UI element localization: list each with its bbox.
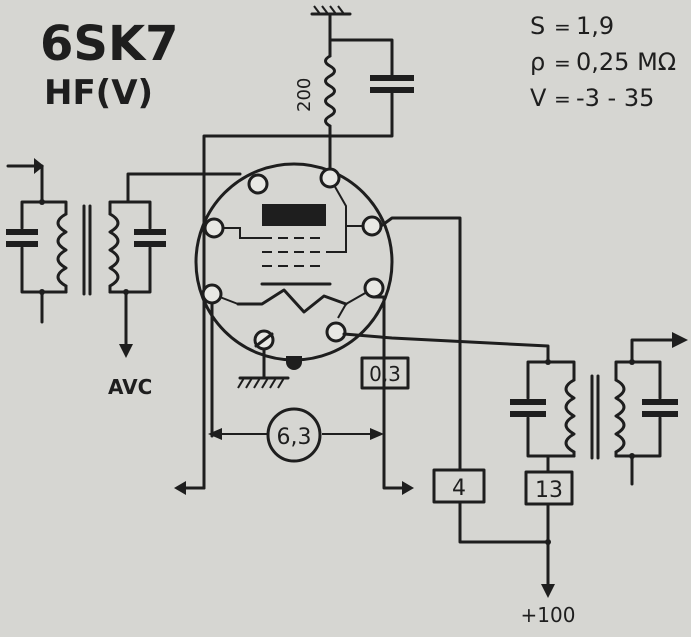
anode-output-wire [342, 332, 550, 364]
tube-pin [247, 173, 269, 195]
tube-pin [361, 215, 383, 237]
tube-key [286, 356, 302, 370]
output-primary-coil [564, 378, 576, 454]
heater-current-box [360, 356, 410, 390]
bypass-cap-wire-bottom [202, 90, 394, 490]
tube-heater [236, 288, 348, 314]
dimension-arrow-icon [370, 428, 384, 440]
supply-arrow-icon [541, 584, 555, 598]
spec-label: V [530, 84, 547, 112]
tube-symbol [194, 162, 394, 370]
arrow-left-icon [174, 481, 186, 495]
input-primary-coil [56, 212, 68, 288]
bypass-cap-wire-top [328, 38, 394, 78]
spec-label: S [530, 12, 545, 40]
tube-envelope [194, 162, 394, 362]
heater-voltage-label: 6,3 [277, 425, 312, 450]
tube-pin [203, 217, 225, 239]
spec-label: ρ [530, 48, 545, 76]
spec-row-rho: ρ = 0,25 MΩ [530, 48, 676, 76]
spec-value: 1,9 [576, 12, 614, 40]
spec-sep: = [554, 15, 571, 39]
heater-wire-right [372, 295, 408, 490]
spec-value: 0,25 MΩ [576, 48, 676, 76]
tube-pin [363, 277, 385, 299]
input-secondary-coil [108, 212, 120, 288]
screen-supply-wire [458, 500, 550, 544]
screen-current-label: 4 [452, 476, 466, 501]
tube-type-label: 6SK7 [40, 16, 179, 72]
tube-pin [201, 283, 223, 305]
top-ground-symbol [310, 5, 352, 16]
screen-grid-wire [379, 216, 462, 472]
anode-current-label: 13 [535, 478, 563, 503]
tube-pin [325, 321, 347, 343]
heater-current-label: 0,3 [369, 362, 401, 386]
output-arrow-icon [672, 332, 688, 348]
cathode-ground-symbol [237, 347, 290, 389]
grid-input-wire [126, 172, 242, 204]
spec-value: -3 - 35 [576, 84, 654, 112]
output-secondary-coil [614, 378, 626, 454]
anode-resistor-label: 200 [294, 78, 315, 112]
avc-arrow-icon [119, 344, 133, 358]
spec-sep: = [554, 87, 571, 111]
supply-voltage-label: +100 [521, 603, 576, 627]
tube-anode-plate [262, 204, 326, 226]
output-transformer [510, 332, 688, 486]
avc-label: AVC [108, 375, 152, 399]
spec-row-v: V = -3 - 35 [530, 84, 654, 112]
junction-dot [545, 539, 551, 545]
dimension-arrow-icon [208, 428, 222, 440]
input-arrow-icon [34, 158, 44, 174]
tube-pin [319, 167, 341, 189]
spec-sep: = [554, 51, 571, 75]
arrow-right-icon [402, 481, 414, 495]
anode-resistor-symbol [324, 54, 336, 128]
tube-function-label: HF(V) [44, 73, 153, 113]
heater-voltage-circle [266, 407, 322, 463]
spec-row-s: S = 1,9 [530, 12, 614, 40]
